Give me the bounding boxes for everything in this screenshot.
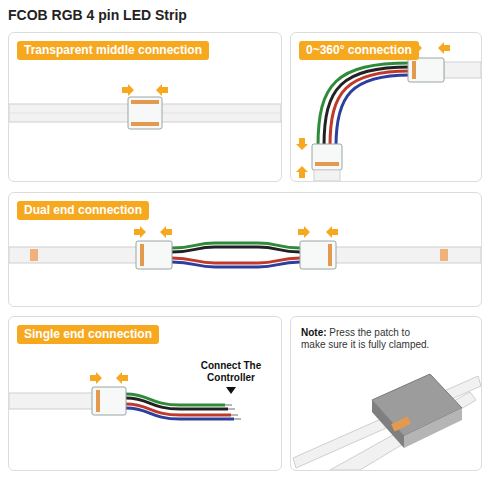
drawing-rect — [96, 390, 100, 412]
drawing-rect — [328, 244, 332, 266]
drawing-use — [326, 226, 338, 238]
drawing-use — [298, 226, 310, 238]
panel-tag: Dual end connection — [17, 201, 149, 220]
drawing-rect — [9, 393, 95, 409]
panel-box: Note: Press the patch to make sure it is… — [290, 316, 482, 471]
title: FCOB RGB 4 pin LED Strip — [8, 7, 187, 23]
panel-box: Transparent middle connection — [8, 32, 282, 182]
angle-connection — [296, 42, 481, 181]
panel-box: Single end connection — [8, 316, 282, 471]
drawing-use — [156, 84, 168, 96]
panel-box: 0~360° connection — [290, 32, 482, 182]
drawing-rect — [334, 247, 481, 263]
press-illustration — [293, 374, 481, 470]
drawing-path — [172, 262, 300, 267]
drawing-path — [172, 258, 300, 263]
drawing-rect — [140, 244, 144, 266]
drawing-polygon — [226, 387, 236, 394]
drawing-use — [122, 84, 134, 96]
drawing-path — [330, 71, 410, 146]
note-heading: Note: — [301, 327, 327, 338]
drawing-rect — [315, 162, 339, 166]
drawing-line — [228, 408, 235, 410]
note-text: Note: Press the patch to make sure it is… — [301, 327, 436, 351]
drawing-path — [172, 247, 300, 252]
drawing-use — [296, 166, 308, 178]
drawing-rect — [408, 58, 444, 82]
drawing-line — [234, 418, 241, 420]
drawing-rect — [92, 387, 126, 415]
drawing-use — [438, 42, 450, 54]
drawing-path — [126, 408, 234, 419]
drawing-rect — [391, 417, 411, 432]
single-connection — [9, 372, 241, 419]
middle-connection — [9, 84, 281, 129]
drawing-path — [318, 63, 410, 146]
drawing-rect — [312, 144, 342, 170]
drawing-rect — [131, 122, 159, 126]
panel-tag: 0~360° connection — [299, 41, 419, 60]
drawing-rect — [300, 241, 336, 269]
panel-box: Dual end connection — [8, 192, 482, 307]
drawing-path — [336, 75, 410, 146]
panel-tag: Transparent middle connection — [17, 41, 209, 60]
drawing-line — [225, 404, 232, 406]
drawing-use — [90, 372, 102, 384]
drawing-use — [296, 138, 308, 150]
panel-tag: Single end connection — [17, 325, 159, 344]
drawing-rect — [444, 62, 481, 78]
drawing-rect — [9, 247, 140, 263]
drawing-g — [225, 405, 241, 419]
drawing-use — [134, 226, 146, 238]
drawing-line — [231, 414, 238, 416]
drawing-use — [160, 226, 172, 238]
drawing-rect — [440, 249, 448, 261]
drawing-rect — [128, 97, 162, 129]
drawing-rect — [412, 61, 416, 79]
dual-connection — [9, 226, 481, 269]
drawing-rect — [30, 249, 38, 261]
drawing-use — [116, 372, 128, 384]
callout-label: Connect The Controller — [191, 360, 271, 384]
drawing-rect — [131, 100, 159, 104]
drawing-rect — [136, 241, 172, 269]
drawing-polygon — [404, 408, 462, 448]
drawing-path — [324, 67, 410, 146]
drawing-rect — [314, 170, 340, 181]
